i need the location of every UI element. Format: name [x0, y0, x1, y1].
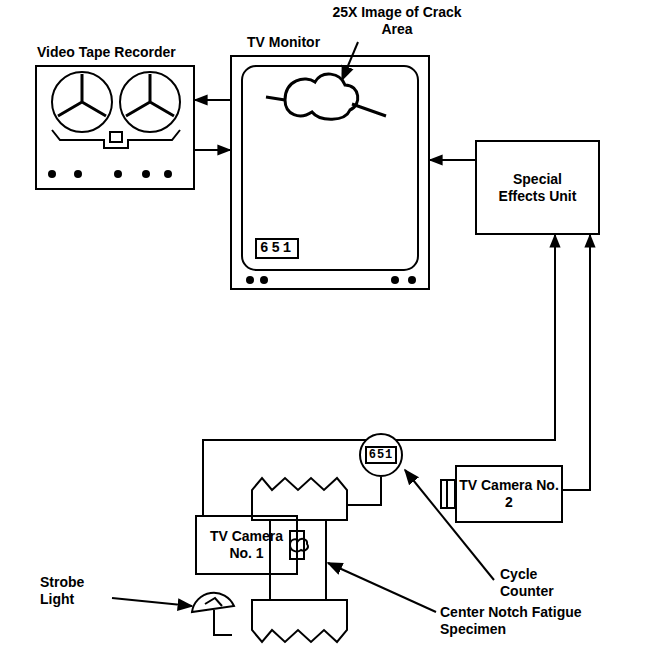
counter-display: 651 [255, 238, 299, 259]
fatigue-specimen [252, 478, 347, 642]
part-label: Strobe Light [40, 574, 110, 608]
box-label: TV Camera No. 1 [197, 528, 296, 562]
video-recorder: Video Tape Recorder [35, 65, 195, 190]
tape-reel [52, 72, 112, 132]
signal-connector [203, 235, 555, 515]
box-label: Special Effects Unit [498, 171, 578, 205]
camera-lens [441, 480, 455, 508]
counter-link [347, 477, 381, 505]
effects-unit: Special Effects Unit [475, 140, 600, 235]
signal-connector [430, 159, 475, 161]
part-label: Center Notch Fatigue Specimen [440, 604, 600, 638]
box-label: TV Camera No. 2 [457, 477, 561, 511]
tape-path [52, 130, 180, 148]
counter-digits: 651 [365, 446, 398, 464]
callout-label: 25X Image of Crack Area [322, 4, 472, 38]
part-label: Cycle Counter [500, 566, 580, 600]
crack-line [266, 97, 386, 116]
control-knobs [48, 170, 416, 284]
leader-line [328, 563, 436, 612]
monitor-screen [242, 66, 418, 270]
box-heading: TV Monitor [247, 34, 320, 51]
tape-reel [120, 72, 180, 132]
strobe-light [192, 593, 234, 635]
tape-head [110, 132, 122, 142]
signal-connector [195, 99, 230, 101]
leader-line [112, 598, 192, 606]
signal-connector [195, 149, 230, 151]
cycle-counter: 651 [359, 433, 403, 477]
crack-image [285, 74, 358, 119]
leader-line [342, 42, 358, 80]
signal-connector [563, 235, 590, 490]
box-heading: Video Tape Recorder [37, 44, 176, 61]
tv-camera: TV Camera No. 2 [455, 465, 563, 523]
tv-camera: TV Camera No. 1 [195, 515, 298, 575]
